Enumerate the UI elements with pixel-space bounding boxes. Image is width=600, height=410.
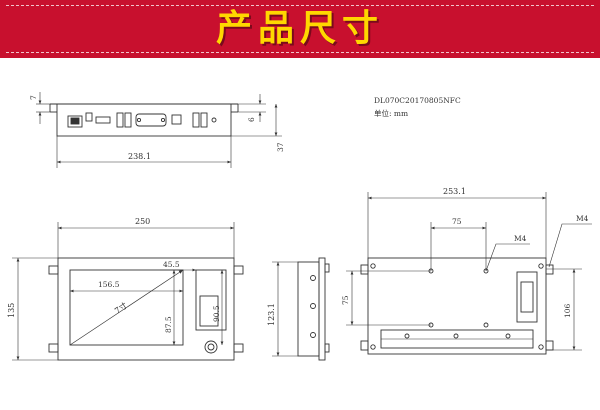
top-dim-7: 7	[29, 95, 38, 100]
back-dim-253: 253.1	[443, 187, 466, 196]
dimension-drawing: DL070C20170805NFC 单位: mm 7 6 37 238.1 25…	[7, 92, 592, 361]
front-view	[12, 222, 244, 361]
front-dim-87: 87.5	[164, 316, 173, 333]
serial-port-icon	[135, 113, 167, 127]
side-view-body	[297, 261, 320, 357]
side-dim-123: 123.1	[267, 303, 276, 326]
usb-port-icon-3	[192, 112, 200, 128]
audio-port-icon	[85, 112, 93, 122]
banner-title: 产品尺寸	[215, 8, 384, 49]
back-connector	[516, 271, 538, 323]
front-dim-156: 156.5	[98, 280, 120, 289]
top-dim-238: 238.1	[128, 152, 151, 161]
front-dim-diagonal: 7寸	[113, 300, 129, 316]
top-dim-37: 37	[276, 142, 285, 152]
top-view-body	[56, 103, 232, 137]
title-banner: 产品尺寸	[0, 0, 600, 58]
front-dim-135: 135	[7, 303, 16, 318]
back-dim-75-v: 75	[341, 295, 350, 305]
banner-stitch-bottom	[6, 52, 594, 53]
unit-label: 单位: mm	[374, 108, 408, 118]
back-label-m4-inner: M4	[514, 234, 527, 243]
usb-port-icon	[116, 112, 124, 128]
top-dim-6: 6	[247, 117, 256, 122]
back-label-m4-corner: M4	[576, 214, 589, 223]
front-dim-45: 45.5	[163, 260, 180, 269]
rj45-port-icon	[67, 115, 83, 128]
hdmi-port-icon	[95, 116, 111, 124]
screen-area	[69, 269, 184, 346]
model-code: DL070C20170805NFC	[374, 96, 461, 105]
front-dim-90: 90.5	[212, 305, 221, 322]
side-slot	[195, 269, 227, 331]
back-dim-75-h: 75	[452, 217, 462, 226]
usb-port-icon-2	[124, 112, 132, 128]
mount-ear-icon-2	[360, 264, 369, 275]
side-view	[272, 257, 330, 361]
top-view	[36, 92, 282, 168]
back-view-body	[367, 257, 547, 355]
front-view-body	[57, 257, 235, 361]
front-dim-250: 250	[135, 217, 150, 226]
usb-port-icon-4	[200, 112, 208, 128]
back-view	[346, 192, 592, 355]
back-dim-106: 106	[563, 303, 572, 318]
power-button-icon	[204, 340, 218, 354]
power-port-icon	[171, 114, 182, 125]
banner-stitch-top	[6, 5, 594, 6]
mount-ear-icon	[48, 265, 59, 275]
